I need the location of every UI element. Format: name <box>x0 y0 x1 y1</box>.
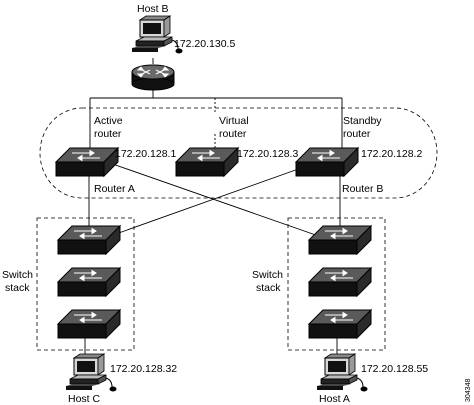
right-stack-boundary <box>287 217 386 351</box>
router-b-label: Router B <box>342 183 383 195</box>
virtual-router-switch-icon <box>175 147 239 177</box>
right-stack-label-line2: stack <box>256 282 281 294</box>
standby-router-label-line1: Standby <box>343 115 382 127</box>
host-a-workstation-icon <box>316 353 368 392</box>
left-stack-label-line1: Switch <box>2 269 33 281</box>
left-stack-boundary <box>36 217 135 351</box>
left-stack-switch-3-icon <box>57 309 121 339</box>
virtual-router-label-line1: Virtual <box>219 115 249 127</box>
router-icon <box>131 64 175 91</box>
left-stack-label-line2: stack <box>5 282 30 294</box>
virtual-router-ip: 172.20.128.3 <box>237 148 298 160</box>
host-c-workstation-icon <box>65 353 117 392</box>
figure-code: 304348 <box>465 379 472 402</box>
active-router-label-line2: router <box>94 128 122 140</box>
router-a-switch-icon <box>55 147 119 177</box>
router-group-boundary <box>39 107 438 199</box>
right-stack-label-line1: Switch <box>252 269 283 281</box>
active-router-label-line1: Active <box>94 115 123 127</box>
active-router-ip: 172.20.128.1 <box>115 148 176 160</box>
left-stack-switch-1-icon <box>57 225 121 255</box>
standby-router-label-line2: router <box>343 128 371 140</box>
host-c-label: Host C <box>68 393 101 405</box>
host-b-label: Host B <box>137 3 169 15</box>
host-c-ip: 172.20.128.32 <box>110 363 177 375</box>
host-a-label: Host A <box>319 393 350 405</box>
virtual-router-label-line2: router <box>219 128 247 140</box>
router-a-label: Router A <box>94 183 135 195</box>
left-stack-switch-2-icon <box>57 267 121 297</box>
router-b-switch-icon <box>295 147 359 177</box>
host-b-ip: 172.20.130.5 <box>174 38 235 50</box>
host-a-ip: 172.20.128.55 <box>361 363 428 375</box>
right-stack-switch-1-icon <box>308 225 372 255</box>
right-stack-switch-3-icon <box>308 309 372 339</box>
right-stack-switch-2-icon <box>308 267 372 297</box>
standby-router-ip: 172.20.128.2 <box>361 148 422 160</box>
links <box>84 58 343 356</box>
